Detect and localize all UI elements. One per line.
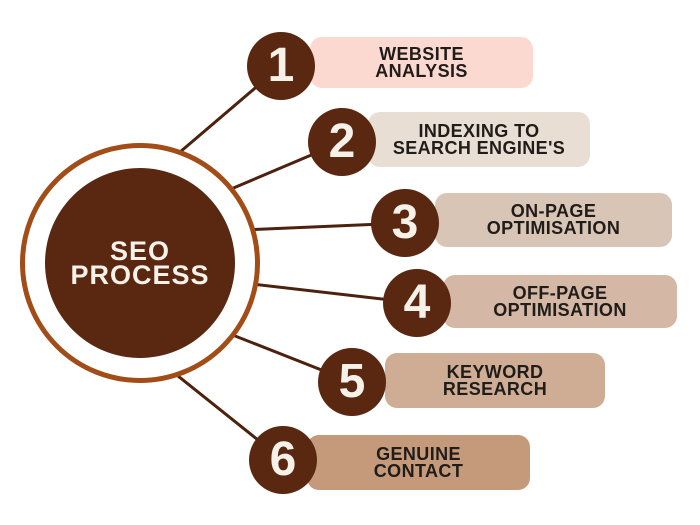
step-label-line1: KEYWORD bbox=[446, 361, 544, 382]
step-label-pill-6: GENUINE CONTACT bbox=[307, 435, 530, 490]
step-label-pill-1: WEBSITE ANALYSIS bbox=[310, 37, 533, 88]
step-number-badge-3: 3 bbox=[371, 189, 439, 257]
center-title-line2: PROCESS bbox=[70, 260, 210, 290]
step-number-badge-6: 6 bbox=[249, 426, 317, 494]
step-label-line2: RESEARCH bbox=[442, 378, 548, 399]
step-number-badge-2: 2 bbox=[308, 108, 376, 176]
step-number-badge-1: 1 bbox=[247, 32, 315, 100]
step-label-line2: OPTIMISATION bbox=[486, 218, 621, 238]
step-label-line1: GENUINE bbox=[376, 443, 461, 464]
step-number-badge-4: 4 bbox=[383, 269, 451, 337]
step-label-line2: SEARCH ENGINE'S bbox=[392, 137, 566, 158]
center-circle: SEO PROCESS bbox=[45, 168, 235, 358]
step-label-line1: OFF-PAGE bbox=[512, 282, 608, 303]
step-label-pill-3: ON-PAGE OPTIMISATION bbox=[435, 193, 672, 247]
step-label-pill-4: OFF-PAGE OPTIMISATION bbox=[443, 275, 677, 328]
step-label-line2: ANALYSIS bbox=[375, 60, 468, 81]
step-label-pill-5: KEYWORD RESEARCH bbox=[385, 353, 605, 408]
step-label-line2: CONTACT bbox=[373, 460, 464, 481]
step-label-line1: INDEXING TO bbox=[418, 120, 540, 141]
step-label-pill-2: INDEXING TO SEARCH ENGINE'S bbox=[368, 112, 590, 167]
step-label-line2: OPTIMISATION bbox=[493, 299, 627, 320]
step-number-badge-5: 5 bbox=[318, 348, 386, 416]
step-label-line1: WEBSITE bbox=[379, 43, 464, 64]
center-title-line1: SEO bbox=[109, 236, 171, 266]
step-label-line1: ON-PAGE bbox=[510, 201, 597, 221]
